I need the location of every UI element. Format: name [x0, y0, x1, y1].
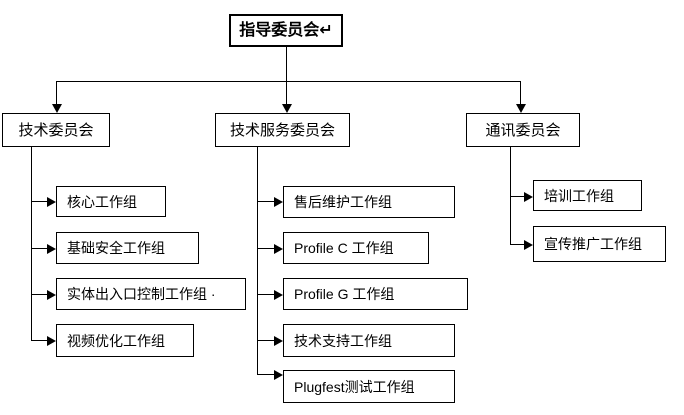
arrowhead-technical-service: [282, 104, 292, 113]
connector-spine-technical: [31, 147, 32, 341]
node-label: 基础安全工作组: [67, 240, 165, 256]
node-technical-service-committee: 技术服务委员会: [215, 113, 350, 147]
connector-bus: [56, 81, 521, 82]
node-steering-committee: 指导委员会↵: [229, 14, 343, 47]
node-label: 技术服务委员会: [229, 121, 335, 139]
connector-branch-technical-3: [31, 294, 47, 295]
node-label: 核心工作组: [67, 193, 137, 210]
connector-branch-communication-2: [510, 244, 524, 245]
arrowhead-communication-1: [524, 192, 533, 202]
node-label: 技术支持工作组: [294, 332, 392, 349]
connector-branch-technical-1: [31, 201, 47, 202]
node-video-optimization-working-group: 视频优化工作组: [56, 324, 194, 357]
node-training-working-group: 培训工作组: [533, 180, 642, 211]
node-profile-g-working-group: Profile G 工作组: [283, 278, 468, 310]
arrowhead-communication-2: [524, 240, 533, 250]
connector-branch-service-2: [257, 248, 274, 249]
node-label: 技术委员会: [18, 121, 94, 139]
connector-branch-technical-4: [31, 340, 47, 341]
connector-branch-communication-1: [510, 196, 524, 197]
arrowhead-service-4: [274, 336, 283, 346]
node-label: 培训工作组: [544, 187, 614, 204]
node-profile-c-working-group: Profile C 工作组: [283, 232, 429, 264]
arrowhead-service-2: [274, 244, 283, 254]
arrowhead-technical: [52, 104, 62, 113]
node-label: Plugfest测试工作组: [294, 378, 415, 395]
node-plugfest-testing-working-group: Plugfest测试工作组: [283, 370, 455, 403]
node-label: 宣传推广工作组: [544, 236, 642, 252]
connector-drop-technical-service: [286, 81, 287, 104]
connector-spine-technical-service: [257, 147, 258, 375]
node-promotion-working-group: 宣传推广工作组: [533, 226, 666, 262]
connector-branch-service-5: [257, 374, 274, 375]
node-label: Profile G 工作组: [294, 286, 395, 302]
node-label: 指导委员会↵: [239, 21, 333, 39]
node-core-working-group: 核心工作组: [56, 186, 166, 217]
node-technical-committee: 技术委员会: [2, 113, 110, 147]
connector-branch-technical-2: [31, 248, 47, 249]
arrowhead-service-5: [274, 370, 283, 380]
connector-branch-service-4: [257, 340, 274, 341]
arrowhead-service-1: [274, 197, 283, 207]
arrowhead-technical-1: [47, 197, 56, 207]
arrowhead-technical-2: [47, 244, 56, 254]
arrowhead-service-3: [274, 290, 283, 300]
node-label: 实体出入口控制工作组 ·: [67, 286, 216, 302]
node-after-sales-maintenance-working-group: 售后维护工作组: [283, 186, 455, 218]
node-physical-access-control-working-group: 实体出入口控制工作组 ·: [56, 278, 246, 310]
connector-drop-technical: [56, 81, 57, 104]
node-label: 视频优化工作组: [67, 332, 165, 349]
arrowhead-communication: [516, 104, 526, 113]
node-technical-support-working-group: 技术支持工作组: [283, 324, 455, 357]
node-communication-committee: 通讯委员会: [466, 113, 580, 147]
node-label: 售后维护工作组: [294, 194, 392, 210]
connector-drop-communication: [520, 81, 521, 104]
arrowhead-technical-4: [47, 336, 56, 346]
connector-root-stem: [286, 47, 287, 81]
connector-branch-service-3: [257, 294, 274, 295]
node-basic-security-working-group: 基础安全工作组: [56, 232, 199, 264]
node-label: Profile C 工作组: [294, 240, 394, 256]
arrowhead-technical-3: [47, 290, 56, 300]
node-label: 通讯委员会: [485, 121, 561, 139]
connector-branch-service-1: [257, 201, 274, 202]
